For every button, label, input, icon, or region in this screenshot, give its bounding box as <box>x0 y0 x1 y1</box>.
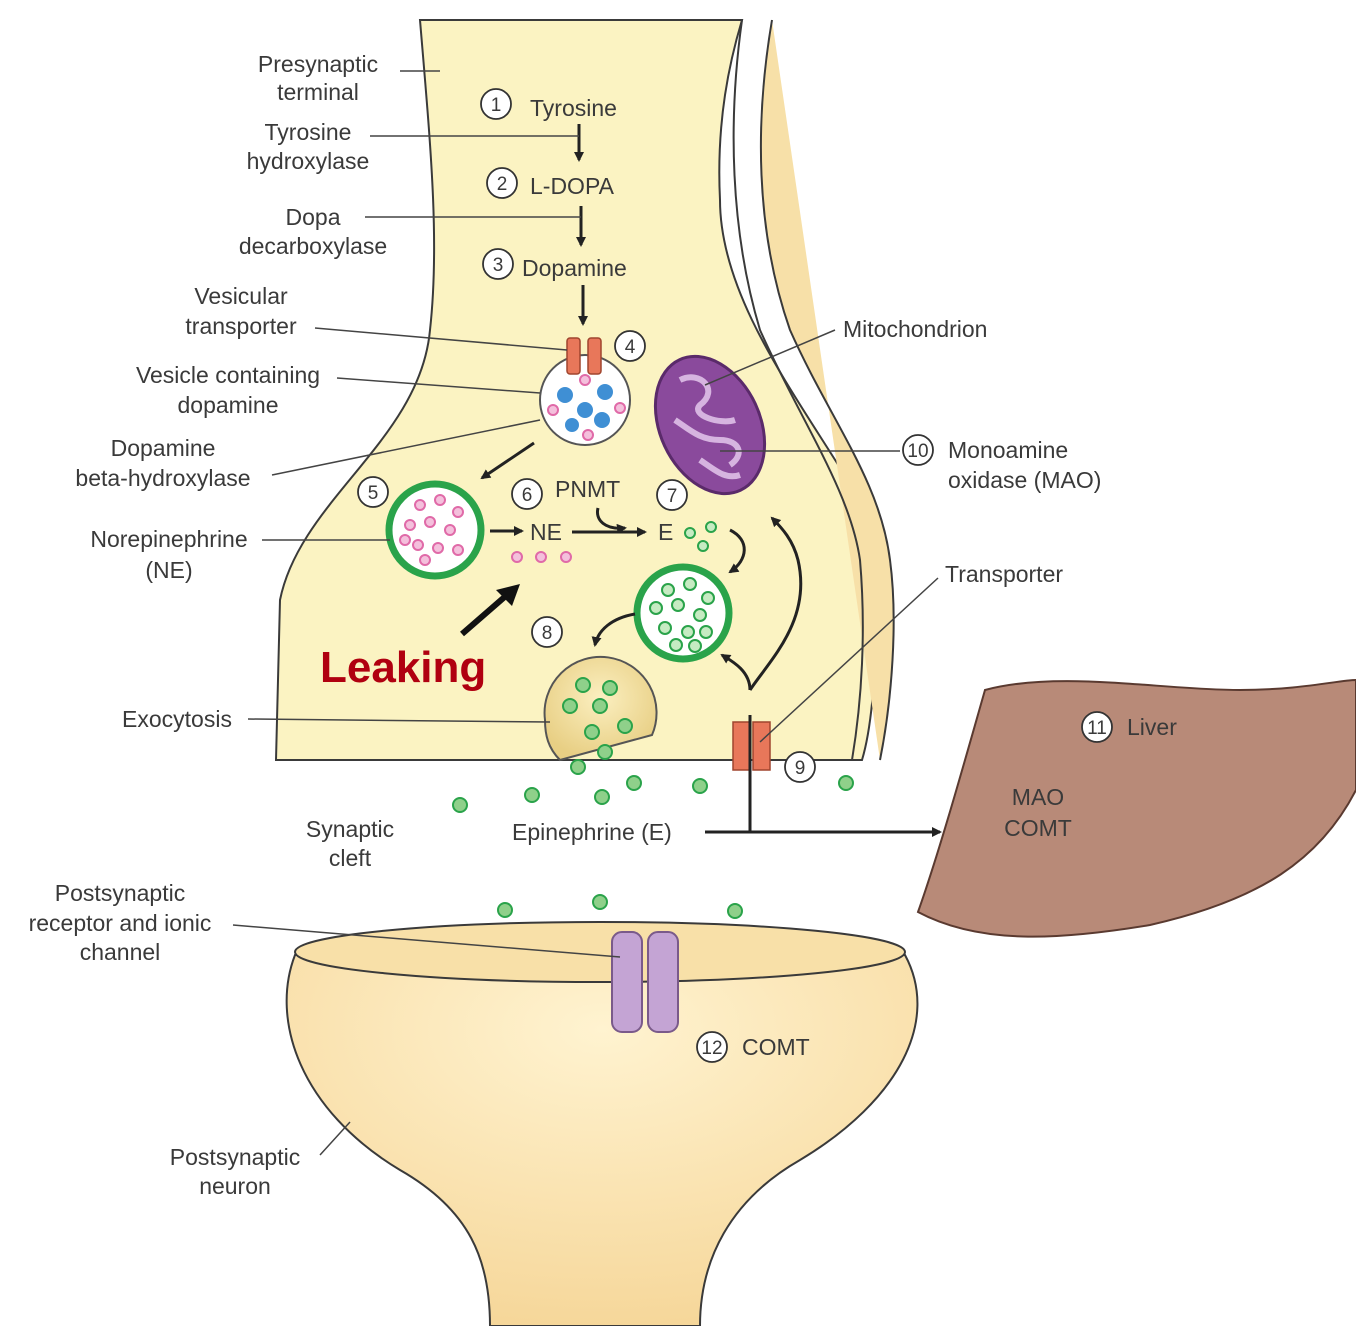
vesicle-dopamine-label-2: dopamine <box>177 392 278 418</box>
step-1: 1 <box>491 95 502 116</box>
step-6: 6 <box>522 485 533 506</box>
dbh-label-1: Dopamine <box>111 435 216 461</box>
postsynaptic-receptor-label-3: channel <box>80 939 161 965</box>
postsynaptic-receptor-label-2: receptor and ionic <box>29 910 212 936</box>
vesicular-transporter-label-1: Vesicular <box>194 283 288 309</box>
step-4: 4 <box>625 337 636 358</box>
tyrosine-hydroxylase-label-2: hydroxylase <box>247 148 370 174</box>
mao-label-2: oxidase (MAO) <box>948 467 1101 493</box>
liver-label: Liver <box>1127 714 1177 740</box>
leaked-ne-granules <box>512 552 571 562</box>
norepinephrine-label-1: Norepinephrine <box>90 526 247 552</box>
liver-comt-label: COMT <box>1004 815 1072 841</box>
cleft-e-granules <box>453 776 853 918</box>
step-5: 5 <box>368 483 379 504</box>
dbh-label-2: beta-hydroxylase <box>75 465 250 491</box>
step-2: 2 <box>497 174 508 195</box>
postsynaptic-membrane <box>295 922 905 982</box>
right-labels: Mitochondrion Monoamine oxidase (MAO) Tr… <box>843 316 1177 740</box>
synaptic-cleft-label-2: cleft <box>329 845 372 871</box>
step-3: 3 <box>493 255 504 276</box>
vesicle-dopamine <box>540 355 630 445</box>
exocytosis-label: Exocytosis <box>122 706 232 732</box>
vesicle-epinephrine <box>637 567 729 659</box>
mao-label-1: Monoamine <box>948 437 1068 463</box>
step-7: 7 <box>667 486 678 507</box>
presynaptic-terminal-label-1: Presynaptic <box>258 51 378 77</box>
step-11: 11 <box>1087 718 1107 739</box>
ne-label: NE <box>530 519 562 545</box>
dopa-decarboxylase-label-2: decarboxylase <box>239 233 387 259</box>
step-8: 8 <box>542 623 553 644</box>
norepinephrine-label-2: (NE) <box>145 557 192 583</box>
liver-mao-label: MAO <box>1012 784 1064 810</box>
postsynaptic-neuron-shape <box>287 955 918 1326</box>
dopa-decarboxylase-label-1: Dopa <box>286 204 341 230</box>
step-10: 10 <box>907 441 928 462</box>
tyrosine-hydroxylase-label-1: Tyrosine <box>265 119 352 145</box>
presynaptic-terminal-label-2: terminal <box>277 79 359 105</box>
postsynaptic-receptor-label-1: Postsynaptic <box>55 880 185 906</box>
postsynaptic-neuron-label-1: Postsynaptic <box>170 1144 300 1170</box>
step-9: 9 <box>795 758 806 779</box>
l-dopa-label: L-DOPA <box>530 173 615 199</box>
dopamine-label: Dopamine <box>522 255 627 281</box>
vesicular-transporter-label-2: transporter <box>185 313 297 339</box>
pnmt-label: PNMT <box>555 476 620 502</box>
vesicle-dopamine-label-1: Vesicle containing <box>136 362 320 388</box>
step-12: 12 <box>701 1038 722 1059</box>
transporter-label: Transporter <box>945 561 1063 587</box>
mitochondrion-label: Mitochondrion <box>843 316 987 342</box>
tyrosine-label: Tyrosine <box>530 95 617 121</box>
synaptic-cleft-label-1: Synaptic <box>306 816 394 842</box>
leaking-label: Leaking <box>320 643 486 692</box>
comt-label: COMT <box>742 1034 810 1060</box>
postsynaptic-neuron-label-2: neuron <box>199 1173 271 1199</box>
vesicle-norepinephrine <box>389 484 481 576</box>
epinephrine-label: Epinephrine (E) <box>512 819 672 845</box>
e-label: E <box>658 519 673 545</box>
